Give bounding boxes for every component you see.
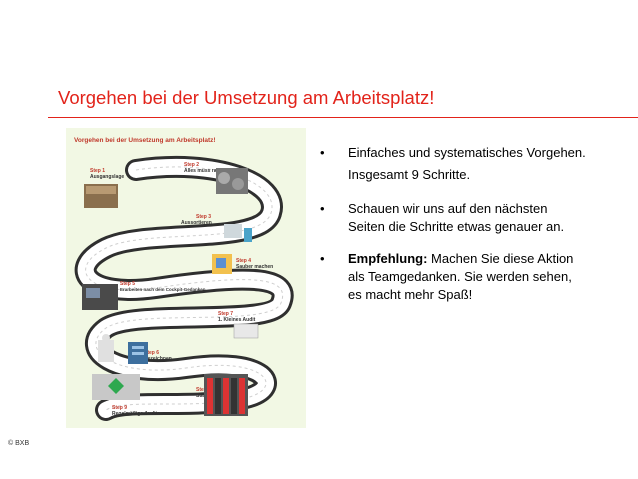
board-step-5-label: Erarbeiten nach dem Cockpit-Gedanken [120, 287, 206, 292]
bullet-marker: • [320, 251, 325, 266]
board-heading: Vorgehen bei der Umsetzung am Arbeitspla… [74, 137, 216, 144]
step-3-picture [224, 224, 242, 238]
board-step-6-label: Bezeichnen [144, 356, 172, 362]
bullet-marker: • [320, 145, 325, 160]
board-step-4-label: Sauber machen [236, 264, 273, 270]
slide-title: Vorgehen bei der Umsetzung am Arbeitspla… [58, 87, 435, 108]
board-step-2-num: Step 2 [184, 162, 199, 168]
board-step-6-num: Step 6 [144, 350, 159, 356]
board-step-2-label: Alles muss raus [184, 168, 223, 174]
board-step-1-label: Ausgangslage [90, 174, 124, 180]
bullet-text-3: Machen Sie diese Aktion als Teamgedanken… [348, 251, 574, 302]
bullet-text-1: Einfaches und systematisches Vorgehen. I… [348, 145, 586, 182]
board-step-1-num: Step 1 [90, 168, 105, 174]
board-step-5-num: Step 5 [120, 281, 135, 287]
board-step-3-label: Aussortieren [181, 220, 212, 226]
board-pictures [82, 168, 259, 416]
bullet-item-2: • Schauen wir uns auf den nächsten Seite… [316, 200, 586, 236]
board-step-9-num: Step 9 [112, 405, 127, 411]
board-step-8-num: Step 8 [196, 387, 211, 393]
bullet-item-1: • Einfaches und systematisches Vorgehen.… [316, 142, 586, 186]
title-underline [48, 117, 638, 118]
bullet-text-2: Schauen wir uns auf den nächsten Seiten … [348, 201, 565, 234]
bullet-text-3-bold: Empfehlung: [348, 251, 428, 266]
board-step-9-label: Regelmäßige Audits [112, 411, 160, 417]
bullet-list: • Einfaches und systematisches Vorgehen.… [316, 142, 586, 318]
bullet-item-3: • Empfehlung: Machen Sie diese Aktion al… [316, 250, 586, 304]
step-6-picture [98, 340, 114, 362]
step-7-picture [233, 323, 259, 339]
bullet-marker: • [320, 201, 325, 216]
board-step-3-num: Step 3 [196, 214, 211, 220]
board-step-7-label: 1. Kleines Audit [218, 317, 256, 323]
board-step-4-num: Step 4 [236, 258, 251, 264]
step-board-illustration: Vorgehen bei der Umsetzung am Arbeitspla… [66, 128, 306, 428]
board-step-7-num: Step 7 [218, 311, 233, 317]
copyright-notice: © BXB [8, 440, 30, 447]
